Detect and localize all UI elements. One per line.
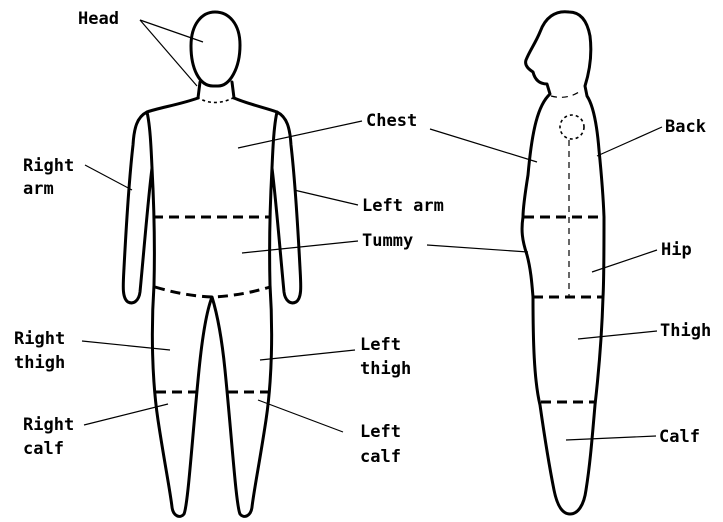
label-right-calf-line2: calf <box>23 439 64 459</box>
label-right-arm-line1: Right <box>23 156 74 176</box>
label-right-arm-line2: arm <box>23 179 54 199</box>
front-head <box>191 12 240 86</box>
leader-thigh <box>578 331 657 339</box>
label-thigh: Thigh <box>660 321 711 341</box>
leader-tummy-side <box>427 245 528 252</box>
label-chest: Chest <box>366 111 417 131</box>
label-right-thigh-line2: thigh <box>14 353 65 373</box>
right-arm-inner <box>147 112 152 168</box>
label-left-thigh-line2: thigh <box>360 359 411 379</box>
label-right-calf-line1: Right <box>23 415 74 435</box>
label-left-thigh-line1: Left <box>360 335 401 355</box>
label-left-calf-line2: calf <box>360 447 401 467</box>
label-tummy: Tummy <box>362 231 413 251</box>
leader-left-calf <box>258 400 343 432</box>
neck-side-seam <box>551 92 579 97</box>
label-head: Head <box>78 9 119 29</box>
leader-right-arm <box>85 165 132 190</box>
leader-chest <box>238 121 362 148</box>
label-left-arm: Left arm <box>362 196 444 216</box>
leader-hip <box>592 250 657 272</box>
front-figure <box>123 12 301 516</box>
hip-seam <box>155 287 270 297</box>
neck-seam <box>197 97 235 103</box>
leader-back <box>597 127 662 156</box>
shoulder-seam <box>560 115 584 139</box>
label-right-thigh-line1: Right <box>14 329 65 349</box>
leader-left-arm <box>294 190 358 205</box>
label-calf: Calf <box>659 427 700 447</box>
label-back: Back <box>665 117 706 137</box>
label-left-calf-line1: Left <box>360 422 401 442</box>
leader-calf <box>566 436 656 440</box>
leader-left-thigh <box>260 350 355 360</box>
label-hip: Hip <box>661 240 692 260</box>
leader-chest-side <box>430 129 537 162</box>
leader-right-thigh <box>82 341 170 350</box>
front-body-outline <box>123 98 301 516</box>
labels: Head Chest Right arm Left arm Tummy Righ… <box>14 9 711 467</box>
leader-right-calf <box>84 404 168 425</box>
